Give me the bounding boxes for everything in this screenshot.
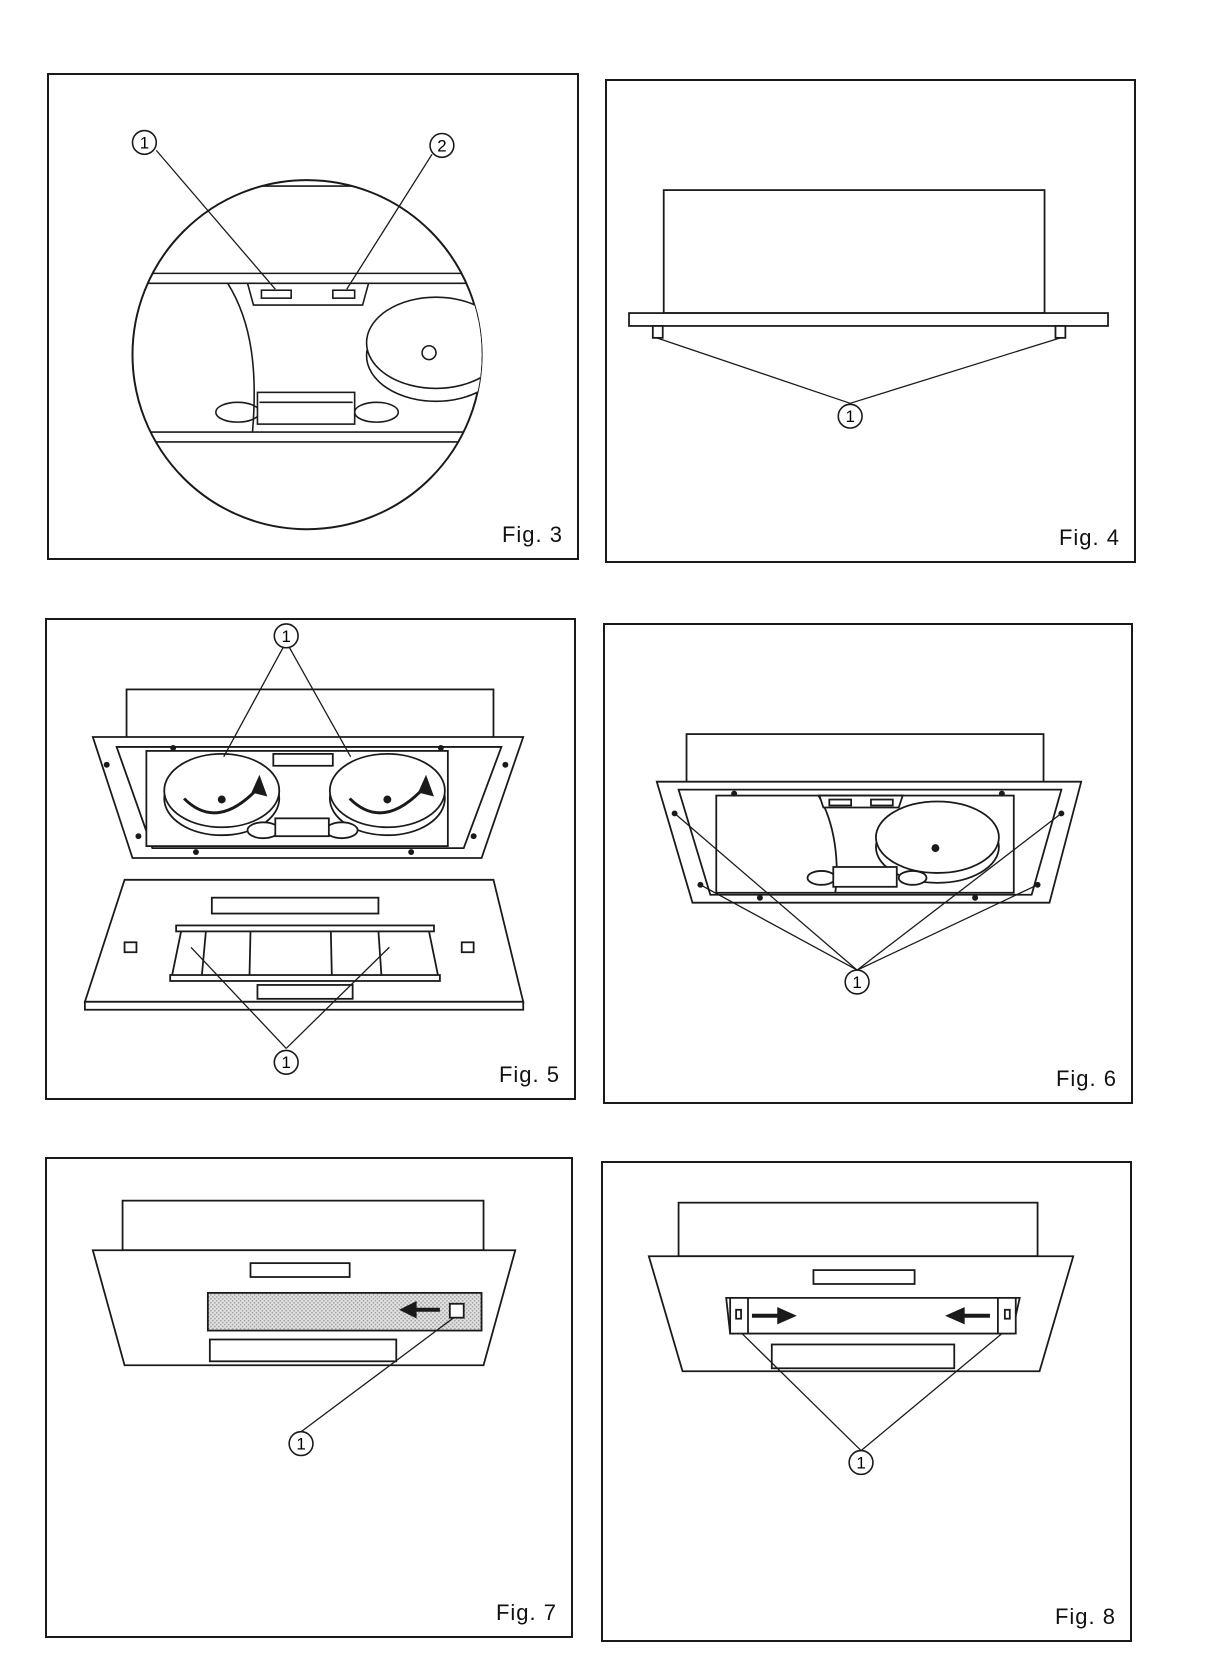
figure-5-panel: 1 1 Fig. 5 [45, 618, 576, 1100]
svg-text:1: 1 [845, 407, 854, 426]
figure-4-panel: 1 Fig. 4 [605, 79, 1136, 563]
fig4-callout-1: 1 [838, 404, 862, 428]
fig3-callout-2: 2 [430, 134, 454, 158]
figure-7-label: Fig. 7 [496, 1600, 557, 1626]
svg-text:1: 1 [282, 627, 291, 646]
figure-4-drawing: 1 [607, 81, 1134, 561]
figure-6-label: Fig. 6 [1056, 1066, 1117, 1092]
figure-5-drawing: 1 1 [47, 620, 574, 1098]
fig5-callout-bottom: 1 [274, 1050, 298, 1074]
figure-8-drawing: 1 [603, 1163, 1130, 1640]
figure-6-panel: 1 Fig. 6 [603, 623, 1133, 1104]
figure-4-label: Fig. 4 [1059, 525, 1120, 551]
svg-text:1: 1 [140, 133, 149, 152]
figure-7-drawing: 1 [47, 1159, 571, 1636]
figure-8-panel: 1 Fig. 8 [601, 1161, 1132, 1642]
svg-text:1: 1 [852, 973, 861, 992]
fig6-callout-1: 1 [845, 970, 869, 994]
fig5-callout-top: 1 [274, 624, 298, 648]
figure-7-panel: 1 Fig. 7 [45, 1157, 573, 1638]
fig8-callout-1: 1 [849, 1451, 873, 1475]
svg-text:1: 1 [856, 1453, 865, 1472]
figure-3-drawing: 1 2 [49, 75, 577, 558]
figure-3-label: Fig. 3 [502, 522, 563, 548]
figure-5-label: Fig. 5 [499, 1062, 560, 1088]
figure-6-drawing: 1 [605, 625, 1131, 1102]
figure-8-label: Fig. 8 [1055, 1604, 1116, 1630]
fig3-callout-1: 1 [132, 131, 156, 155]
figure-3-panel: 1 2 Fig. 3 [47, 73, 579, 560]
svg-text:2: 2 [437, 136, 446, 155]
fig7-callout-1: 1 [289, 1432, 313, 1456]
svg-text:1: 1 [282, 1053, 291, 1072]
svg-text:1: 1 [296, 1435, 305, 1454]
